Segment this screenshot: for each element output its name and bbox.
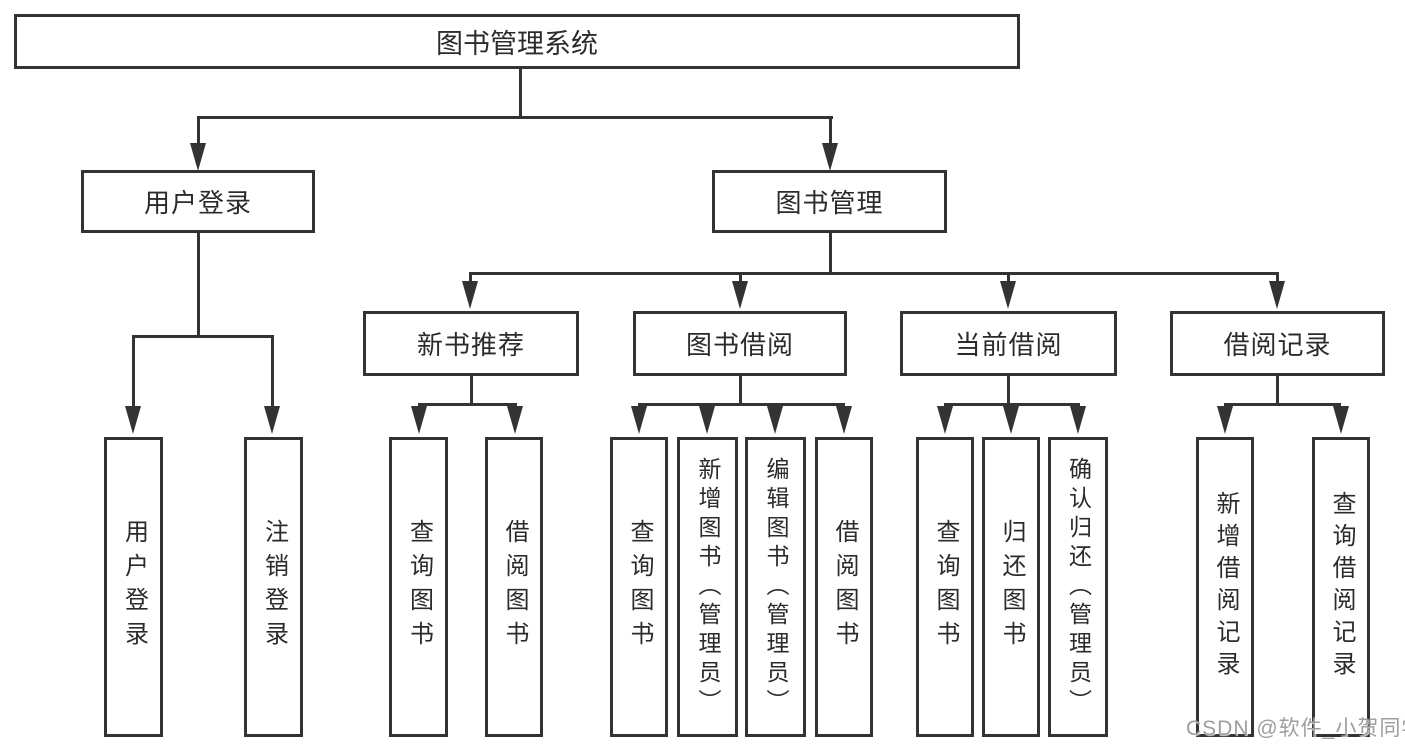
arrowhead-g1-c2 <box>507 406 523 434</box>
leaf-borrow-books-recommend: 借阅图书 <box>485 437 543 737</box>
leaf-query-books-recommend: 查询图书 <box>389 437 448 737</box>
leaf-borrow-books-label: 借阅图书 <box>831 519 858 655</box>
leaf-borrow-books: 借阅图书 <box>815 437 873 737</box>
node-current-borrowing-label: 当前借阅 <box>954 330 1063 360</box>
leaf-logout: 注销登录 <box>244 437 303 737</box>
arrowhead-to-user-login <box>190 143 206 171</box>
arrowhead-to-login-leaf <box>125 406 141 434</box>
arrowhead-to-current <box>1000 281 1016 309</box>
node-borrow-records: 借阅记录 <box>1170 311 1385 376</box>
arrowhead-to-book-mgmt <box>822 143 838 171</box>
arrowhead-g2-c1 <box>631 406 647 434</box>
edge-drop-newbooks <box>469 272 472 284</box>
edge-g2-split <box>638 403 845 406</box>
node-root-system: 图书管理系统 <box>14 14 1020 69</box>
node-user-login-branch: 用户登录 <box>81 170 315 233</box>
edge-g3-split <box>944 403 1080 406</box>
arrowhead-g4-c1 <box>1217 406 1233 434</box>
node-current-borrowing: 当前借阅 <box>900 311 1117 376</box>
leaf-return-books: 归还图书 <box>982 437 1040 737</box>
arrowhead-g3-c1 <box>937 406 953 434</box>
leaf-add-book-admin-label: 新增图书（管理员） <box>695 456 721 718</box>
leaf-confirm-return-admin: 确认归还（管理员） <box>1048 437 1108 737</box>
edge-g1-split <box>418 403 517 406</box>
edge-userlogin-stem <box>197 233 200 338</box>
edge-g4-stem <box>1276 376 1279 406</box>
edge-drop-current <box>1007 272 1010 284</box>
node-borrow-records-label: 借阅记录 <box>1223 330 1332 360</box>
edge-drop-borrowing <box>739 272 742 284</box>
node-book-borrowing: 图书借阅 <box>633 311 847 376</box>
leaf-query-books-recommend-label: 查询图书 <box>405 519 433 655</box>
node-new-book-recommend-label: 新书推荐 <box>416 330 525 360</box>
leaf-return-books-label: 归还图书 <box>998 519 1025 655</box>
arrowhead-g2-c2 <box>699 406 715 434</box>
arrowhead-g1-c1 <box>411 406 427 434</box>
edge-g4-split <box>1224 403 1341 406</box>
edge-userlogin-left-drop <box>132 335 135 407</box>
edge-drop-records <box>1276 272 1279 284</box>
leaf-query-books-current: 查询图书 <box>916 437 974 737</box>
edge-userlogin-right-drop <box>271 335 274 407</box>
edge-userlogin-split <box>132 335 273 338</box>
edge-g1-stem <box>470 376 473 406</box>
arrowhead-to-records <box>1269 281 1285 309</box>
edge-bookmgmt-stem <box>829 233 832 275</box>
arrowhead-to-borrowing <box>732 281 748 309</box>
arrowhead-to-newbooks <box>462 281 478 309</box>
node-new-book-recommend: 新书推荐 <box>363 311 579 376</box>
leaf-user-login-label: 用户登录 <box>120 519 148 655</box>
leaf-add-borrow-record: 新增借阅记录 <box>1196 437 1254 737</box>
leaf-query-borrow-record-label: 查询借阅记录 <box>1328 491 1355 683</box>
csdn-watermark: CSDN @软件_小贺同学 <box>1186 717 1405 740</box>
node-book-borrowing-label: 图书借阅 <box>685 330 794 360</box>
leaf-add-book-admin: 新增图书（管理员） <box>677 437 738 737</box>
leaf-borrow-books-recommend-label: 借阅图书 <box>501 519 528 655</box>
arrowhead-g3-c3 <box>1070 406 1086 434</box>
leaf-add-borrow-record-label: 新增借阅记录 <box>1212 491 1239 683</box>
edge-root-right-drop <box>829 116 832 146</box>
leaf-query-borrow-record: 查询借阅记录 <box>1312 437 1370 737</box>
leaf-edit-book-admin: 编辑图书（管理员） <box>745 437 806 737</box>
arrowhead-g3-c2 <box>1003 406 1019 434</box>
leaf-user-login: 用户登录 <box>104 437 163 737</box>
edge-root-stem <box>519 69 522 119</box>
arrowhead-to-logout-leaf <box>264 406 280 434</box>
edge-g3-stem <box>1007 376 1010 406</box>
arrowhead-g2-c4 <box>836 406 852 434</box>
arrowhead-g2-c3 <box>767 406 783 434</box>
leaf-query-books-borrowing-label: 查询图书 <box>626 519 653 655</box>
node-user-login-branch-label: 用户登录 <box>143 188 252 218</box>
edge-root-split <box>197 116 833 119</box>
leaf-logout-label: 注销登录 <box>260 519 288 655</box>
leaf-query-books-current-label: 查询图书 <box>932 519 959 655</box>
edge-root-left-drop <box>197 116 200 146</box>
leaf-query-books-borrowing: 查询图书 <box>610 437 668 737</box>
node-book-mgmt-branch-label: 图书管理 <box>775 188 884 218</box>
leaf-confirm-return-admin-label: 确认归还（管理员） <box>1065 456 1092 718</box>
edge-g2-stem <box>739 376 742 406</box>
edge-bookmgmt-split <box>469 272 1279 275</box>
node-book-mgmt-branch: 图书管理 <box>712 170 947 233</box>
leaf-edit-book-admin-label: 编辑图书（管理员） <box>763 456 789 718</box>
node-root-label: 图书管理系统 <box>436 29 598 59</box>
arrowhead-g4-c2 <box>1333 406 1349 434</box>
